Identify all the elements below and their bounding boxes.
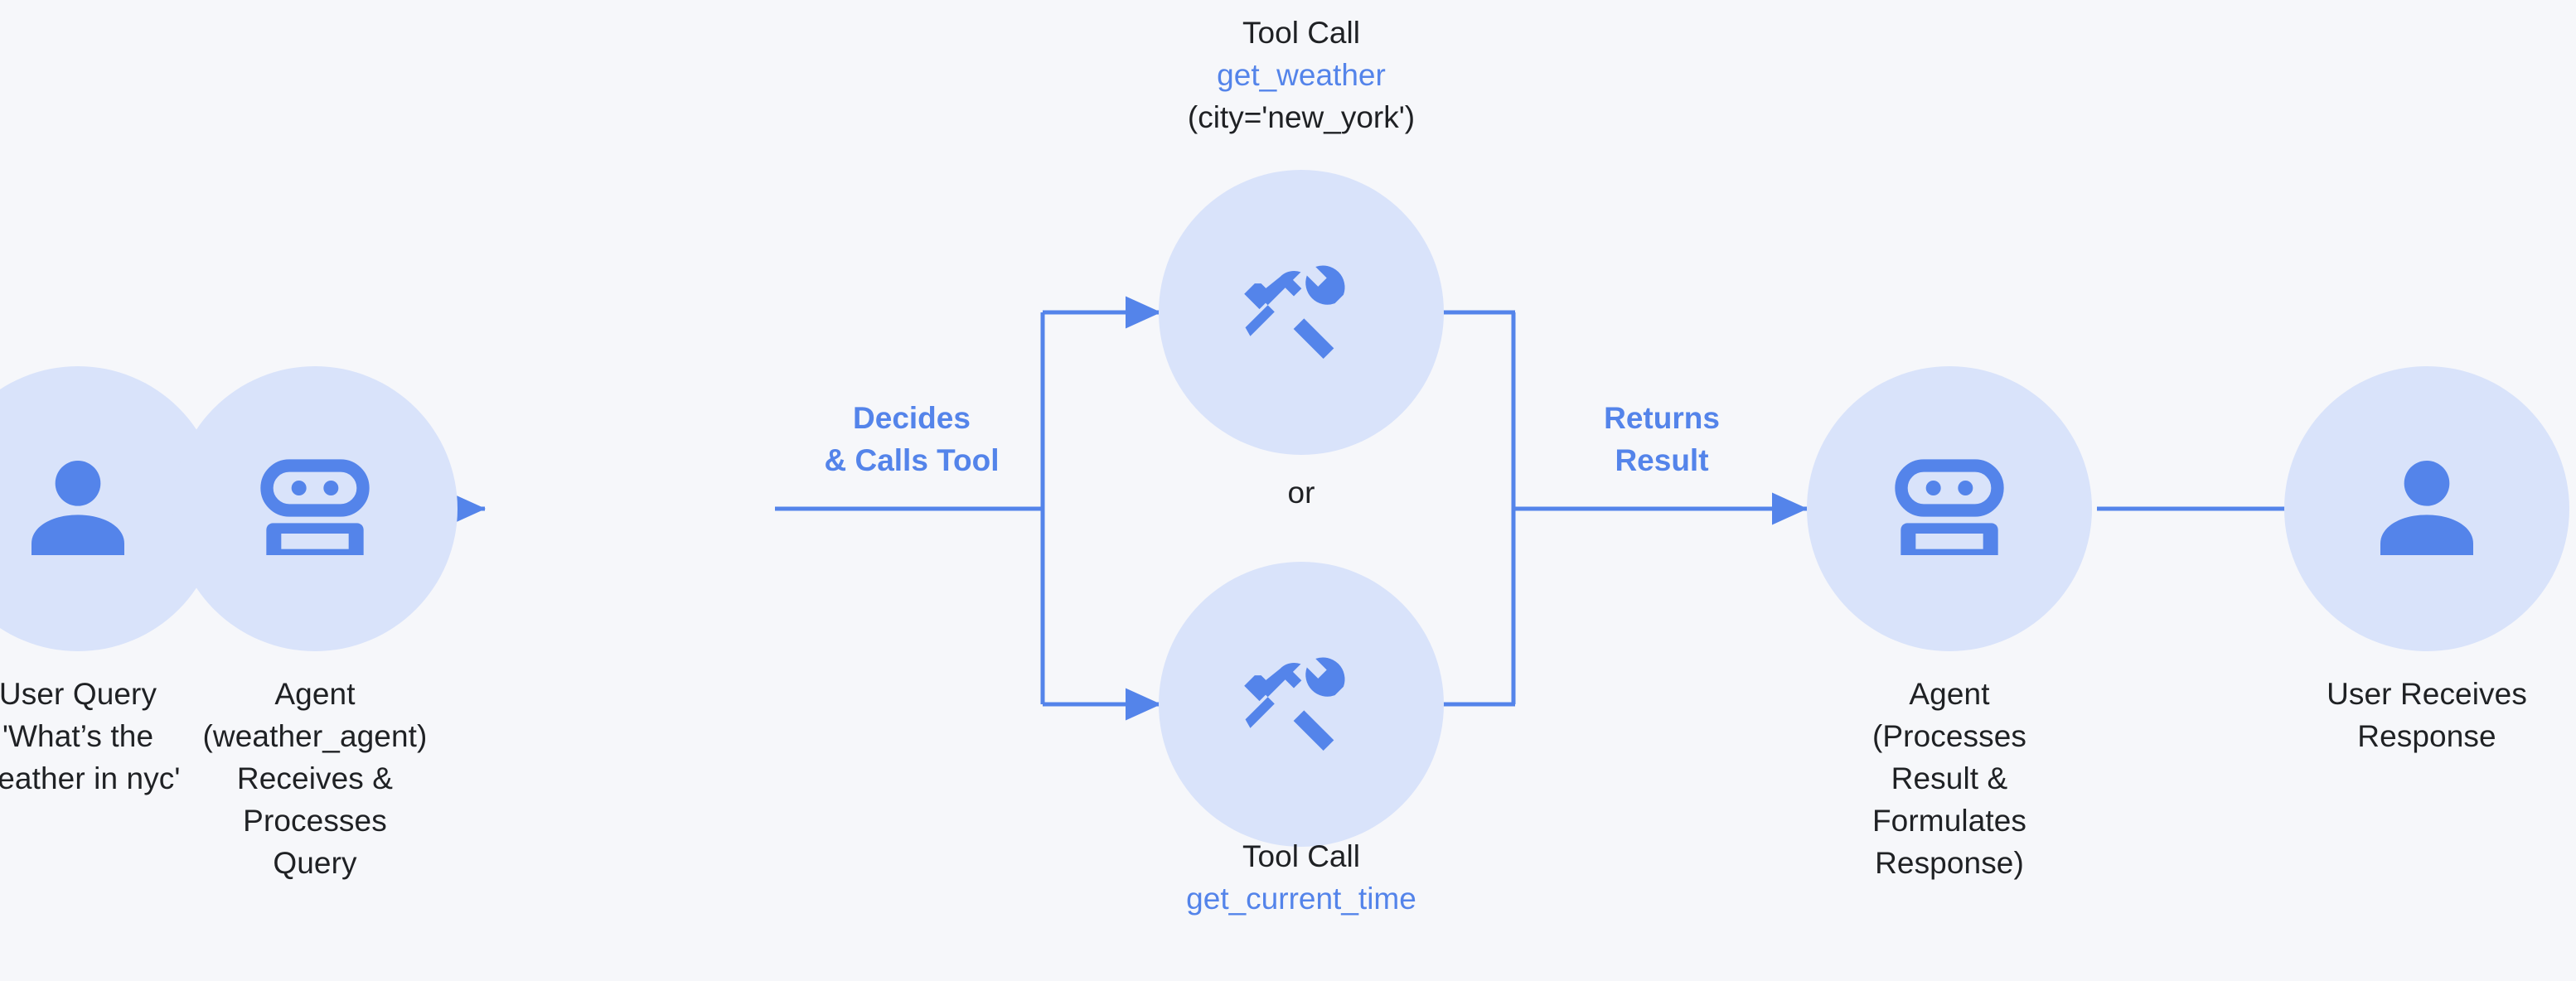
- node-agent-receives[interactable]: Agent (weather_agent) Receives & Process…: [172, 366, 458, 884]
- edge-label-decides: Decides & Calls Tool: [824, 401, 1000, 477]
- edge-label-returns: Returns Result: [1604, 401, 1720, 477]
- tool-call-bottom-function: get_current_time: [1186, 882, 1416, 916]
- tool-time-bubble: [1159, 562, 1444, 847]
- person-icon: [31, 461, 124, 555]
- agent-formulates-bubble: [1807, 366, 2092, 651]
- tool-call-bottom-heading: Tool Call: [1242, 839, 1360, 873]
- user-query-caption: User Query 'What’s the weather in nyc': [0, 677, 181, 796]
- tools-icon: [1244, 265, 1345, 359]
- person-icon: [2380, 461, 2473, 555]
- node-tool-time[interactable]: [1159, 562, 1444, 847]
- tool-call-top-label: Tool Call get_weather (city='new_york'): [1069, 12, 1533, 138]
- tool-call-top-heading: Tool Call: [1242, 16, 1360, 50]
- robot-icon: [1895, 459, 2004, 555]
- tool-call-top-function: get_weather: [1217, 58, 1386, 93]
- node-user-receives[interactable]: User Receives Response: [2284, 366, 2569, 757]
- node-agent-formulates[interactable]: Agent (Processes Result & Formulates Res…: [1807, 366, 2092, 884]
- node-tool-weather[interactable]: [1159, 170, 1444, 455]
- user-receives-caption: User Receives Response: [2327, 677, 2527, 754]
- agent-formulates-caption: Agent (Processes Result & Formulates Res…: [1871, 677, 2027, 881]
- tool-call-bottom-label: Tool Call get_current_time: [1069, 835, 1533, 920]
- agent-receives-bubble: [172, 366, 458, 651]
- agent-receives-caption: Agent (weather_agent) Receives & Process…: [202, 677, 428, 881]
- branch-or-label: or: [1287, 476, 1315, 510]
- robot-icon: [260, 459, 370, 555]
- tool-call-top-arguments: (city='new_york'): [1187, 100, 1416, 135]
- tools-icon: [1244, 657, 1345, 751]
- user-receives-bubble: [2284, 366, 2569, 651]
- tool-weather-bubble: [1159, 170, 1444, 455]
